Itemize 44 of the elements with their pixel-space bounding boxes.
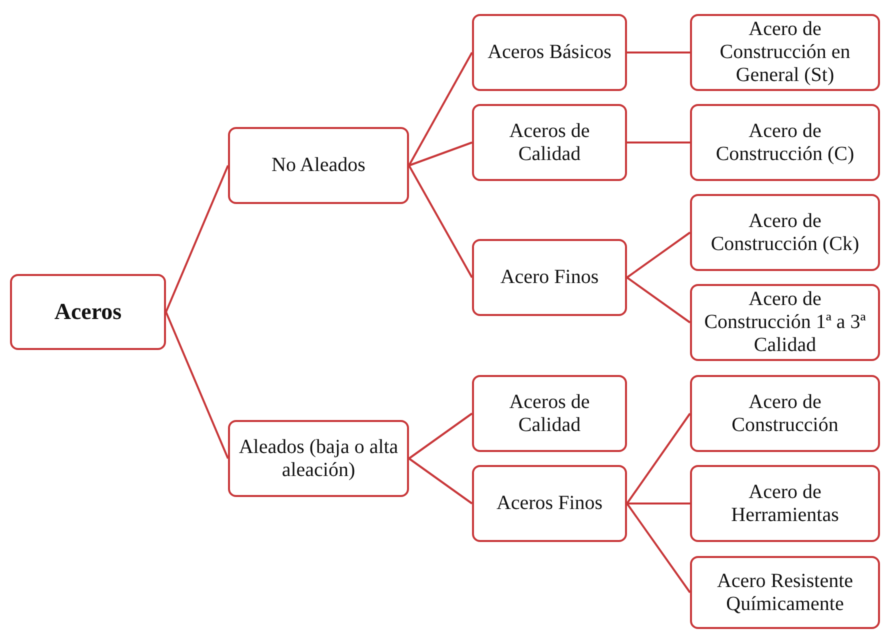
- category-label: Aceros: [54, 298, 122, 326]
- category-label: Aceros de Calidad: [508, 390, 591, 436]
- connector-line: [626, 232, 691, 278]
- connector-line: [408, 412, 473, 460]
- category-box: [690, 465, 880, 542]
- category-label: Acero de Construcción (Ck): [710, 210, 860, 256]
- category-label: Aceros Básicos: [488, 41, 612, 64]
- category-label: Acero Resistente Químicamente: [716, 570, 854, 616]
- connector-line: [626, 502, 691, 594]
- connector-line: [408, 52, 473, 166]
- category-label: Acero de Construcción en General (St): [718, 18, 852, 87]
- category-label: Aceros de Calidad: [508, 120, 591, 166]
- category-box: [10, 274, 166, 350]
- connector-line: [626, 276, 691, 324]
- connector-line: [165, 312, 229, 459]
- category-label: Aleados (baja o alta aleación): [238, 436, 400, 482]
- connector-line: [408, 142, 472, 166]
- category-box: [690, 14, 880, 91]
- category-label: Acero Finos: [500, 266, 599, 289]
- category-box: [472, 375, 627, 452]
- category-box: [690, 194, 880, 271]
- category-box: [690, 375, 880, 452]
- category-label: Acero de Construcción (C): [714, 120, 856, 166]
- connector-line: [626, 412, 691, 504]
- category-box: [228, 420, 409, 497]
- connector-line: [408, 458, 473, 504]
- connector-line: [627, 52, 690, 54]
- category-label: Acero de Herramientas: [730, 480, 840, 526]
- connector-line: [165, 165, 229, 312]
- category-box: [690, 284, 880, 361]
- category-box: [472, 104, 627, 181]
- category-label: No Aleados: [272, 154, 366, 177]
- category-box: [690, 104, 880, 181]
- category-box: [472, 239, 627, 316]
- connector-line: [408, 165, 473, 278]
- connector-line: [627, 502, 690, 504]
- category-box: [472, 465, 627, 542]
- connector-line: [627, 142, 690, 144]
- category-label: Acero de Construcción: [730, 390, 840, 436]
- category-label: Acero de Construcción 1ª a 3ª Calidad: [703, 288, 867, 357]
- category-box: [690, 556, 880, 629]
- category-box: [472, 14, 627, 91]
- category-label: Aceros Finos: [496, 492, 603, 515]
- category-box: [228, 127, 409, 204]
